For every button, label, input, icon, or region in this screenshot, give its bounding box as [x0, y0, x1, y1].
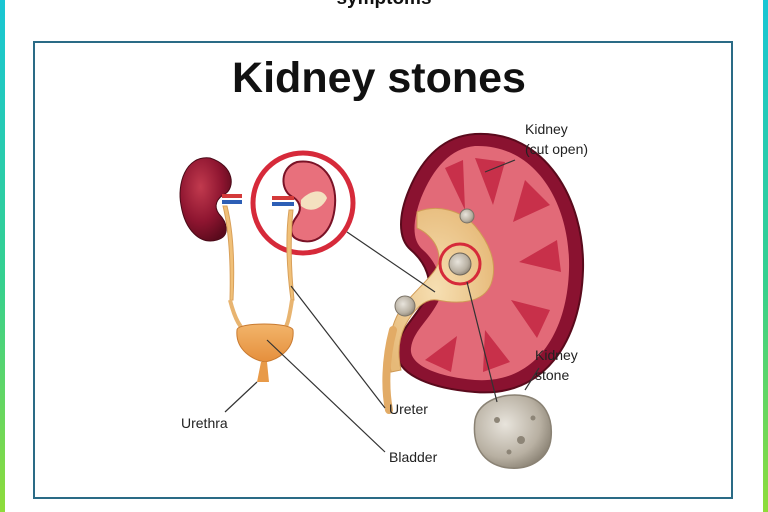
- diagram-frame: [33, 41, 733, 499]
- label-ureter: Ureter: [389, 401, 428, 417]
- kidney-stones-diagram: Kidney stones: [179, 54, 588, 469]
- diagram-title: Kidney stones: [232, 54, 526, 102]
- large-kidney-cut-open: [382, 132, 585, 414]
- article-page: symptoms Kidney stones: [5, 0, 763, 512]
- label-stone-line1: Kidney: [535, 347, 578, 363]
- label-kidney-line1: Kidney: [525, 121, 568, 137]
- small-kidney-cut-open: [250, 150, 356, 301]
- bladder-shape: [236, 323, 294, 382]
- label-urethra: Urethra: [181, 415, 228, 431]
- label-stone-line2: stone: [535, 367, 569, 383]
- small-kidney-left: [179, 157, 242, 301]
- leader-lines: [224, 159, 540, 453]
- label-kidney-line2: (cut open): [525, 141, 588, 157]
- kidney-stone-closeup: [473, 394, 553, 469]
- label-bladder: Bladder: [389, 449, 438, 465]
- section-heading: symptoms: [5, 0, 763, 10]
